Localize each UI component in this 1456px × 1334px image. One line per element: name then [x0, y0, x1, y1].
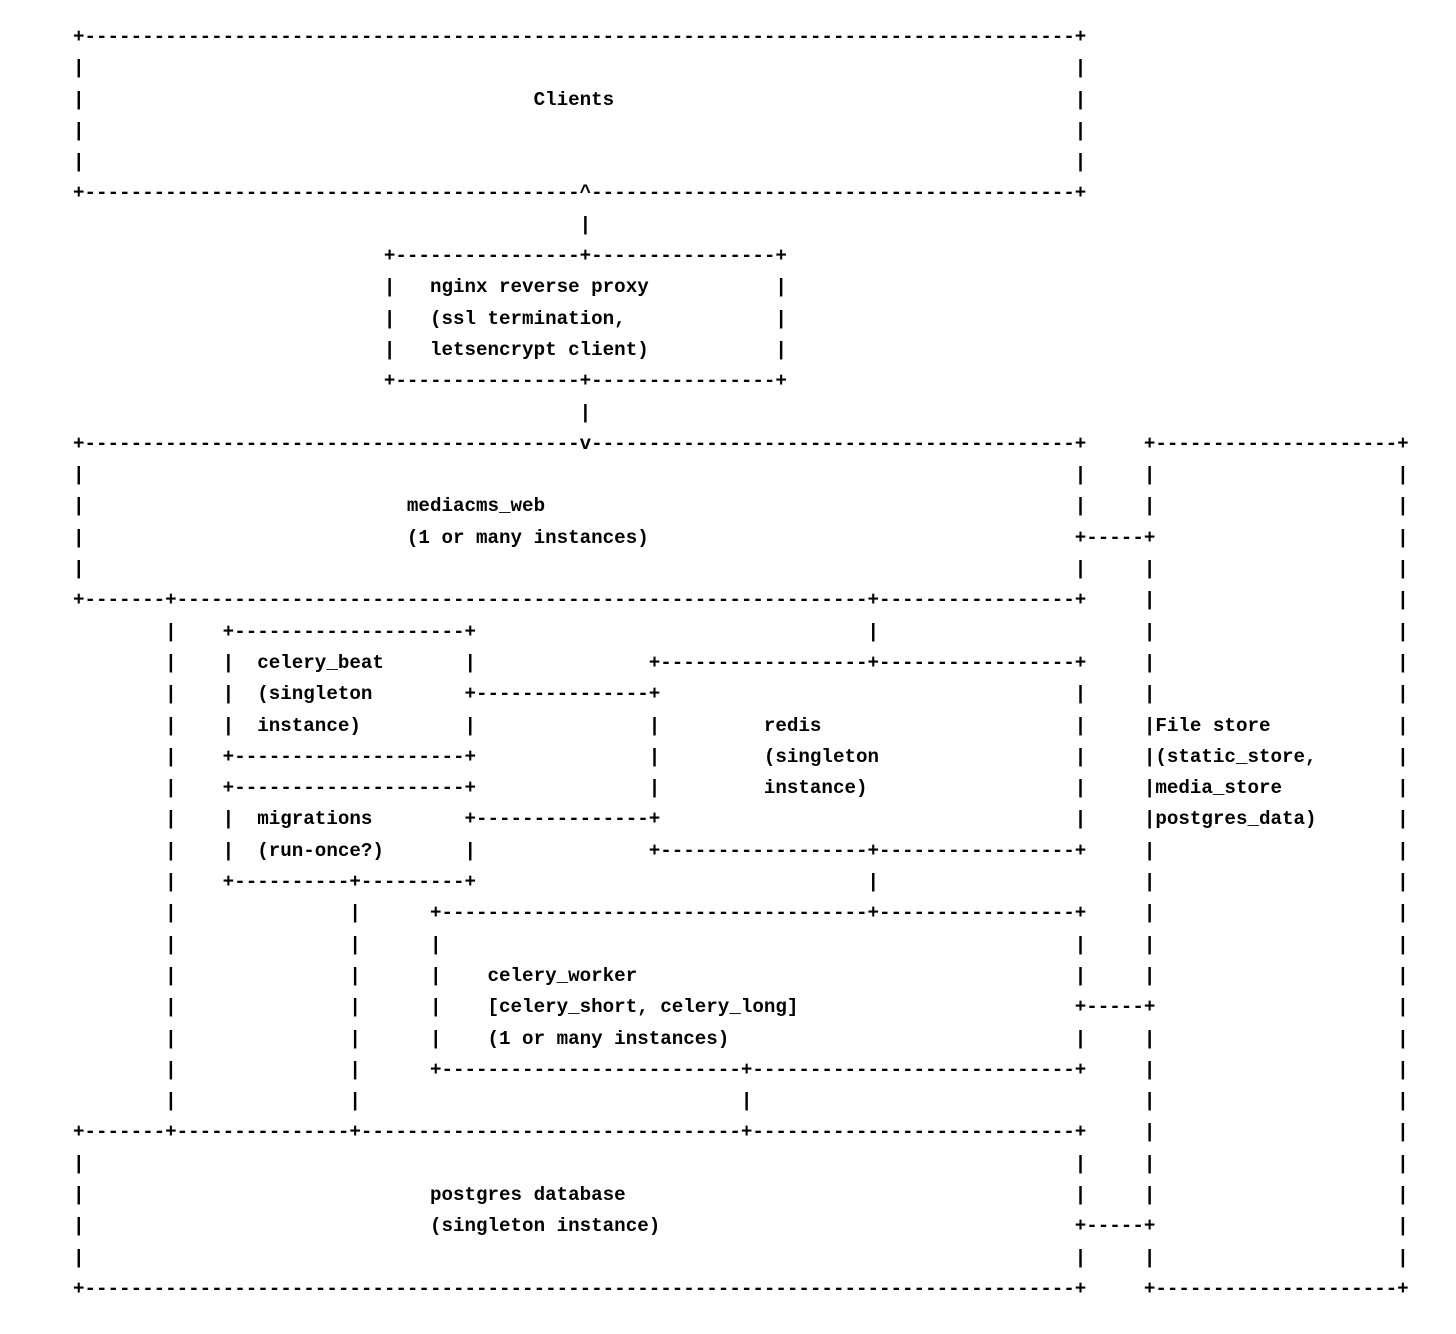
ascii-architecture-diagram: +---------------------------------------…	[73, 26, 1409, 1300]
